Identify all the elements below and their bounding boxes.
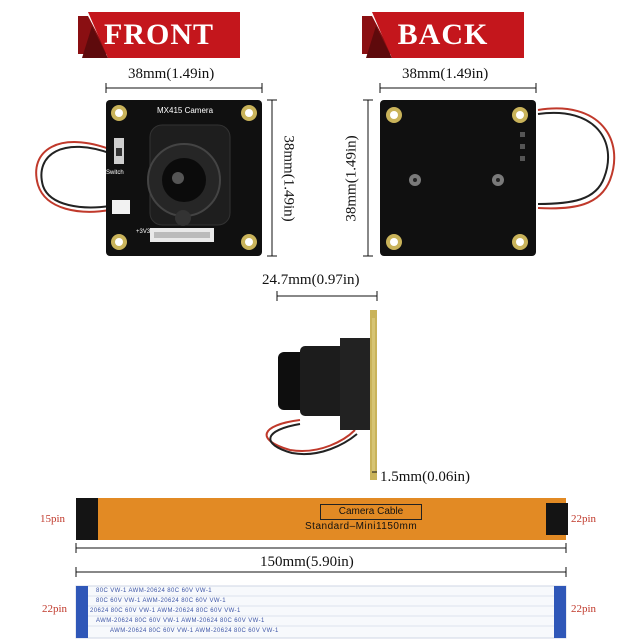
ffc-left-pins: 22pin <box>42 603 68 615</box>
front-banner-text: FRONT <box>104 18 214 51</box>
front-width-label: 38mm(1.49in) <box>128 66 215 82</box>
back-width-label: 38mm(1.49in) <box>402 66 489 82</box>
back-banner-text: BACK <box>397 18 489 51</box>
ffc-print-line: 20624 80C 60V VW-1 AWM-20624 80C 60V VW-… <box>90 608 241 614</box>
ffc-print-line: AWM-20624 80C 60V VW-1 AWM-20624 80C 60V… <box>96 618 265 624</box>
cable-title: Camera Cable <box>320 504 422 520</box>
cable-left-pins: 15pin <box>40 513 66 525</box>
back-board <box>380 100 616 256</box>
back-height-label: 38mm(1.49in) <box>343 135 360 222</box>
lens-depth-label: 24.7mm(0.97in) <box>262 272 360 288</box>
cable-length-label: 150mm(5.90in) <box>260 554 354 570</box>
ffc-print-line: AWM-20624 80C 60V VW-1 AWM-20624 80C 60V… <box>110 628 279 634</box>
board-model-label: MX415 Camera <box>157 106 214 115</box>
cable-right-pins: 22pin <box>571 513 597 525</box>
front-banner-shape <box>78 12 240 58</box>
side-view <box>265 291 378 480</box>
front-board <box>35 100 262 256</box>
front-banner: FRONT <box>78 12 240 58</box>
ffc-right-pins: 22pin <box>571 603 597 615</box>
back-banner: BACK <box>362 12 524 58</box>
ffc-cable <box>75 567 567 639</box>
cable-subtitle: Standard–Mini1150mm <box>305 521 418 532</box>
front-height-label: 38mm(1.49in) <box>280 135 297 222</box>
back-banner-shape <box>362 12 524 58</box>
ffc-print-line: 80C 60V VW-1 AWM-20624 80C 60V VW-1 <box>96 598 226 604</box>
pin-3v3-label: +3V3 <box>136 229 151 235</box>
ffc-print-line: 80C VW-1 AWM-20624 80C 60V VW-1 <box>96 588 212 594</box>
switch-label: Switch <box>106 170 124 176</box>
board-thickness-label: 1.5mm(0.06in) <box>380 469 470 485</box>
